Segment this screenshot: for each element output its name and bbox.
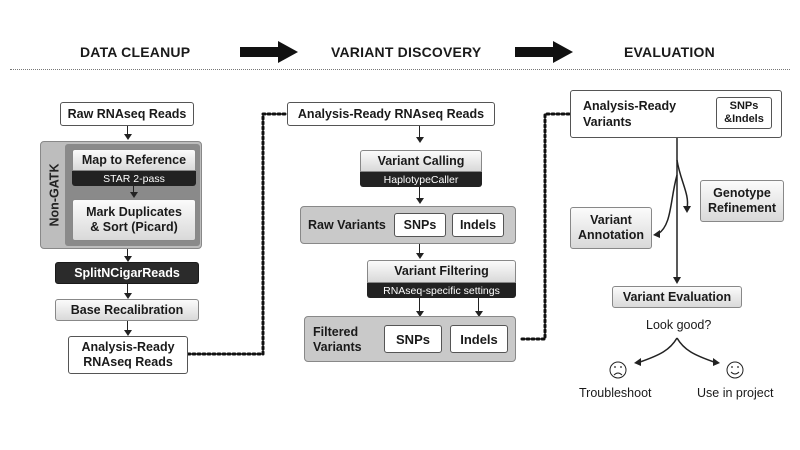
box-variant-annotation: Variant Annotation: [570, 207, 652, 249]
sad-face-icon: [609, 361, 627, 379]
box-genotype-refinement: Genotype Refinement: [700, 180, 784, 222]
raw-variants-label: Raw Variants: [308, 218, 386, 232]
box-raw-reads: Raw RNAseq Reads: [60, 102, 194, 126]
box-filtered-indels: Indels: [450, 325, 508, 353]
dotted-connector-1: [186, 112, 289, 356]
box-raw-snps: SNPs: [394, 213, 446, 237]
box-variant-evaluation: Variant Evaluation: [612, 286, 742, 308]
dotted-connector-2: [520, 112, 572, 341]
look-good-label: Look good?: [646, 318, 712, 332]
filtered-variants-label: Filtered Variants: [313, 325, 362, 354]
box-snps-indels: SNPs &Indels: [716, 97, 772, 129]
header-evaluation: EVALUATION: [624, 44, 715, 60]
fork-left: [639, 337, 678, 363]
troubleshoot-label: Troubleshoot: [579, 386, 652, 400]
curve-to-genotype: [676, 159, 689, 209]
header-arrow-2: [515, 41, 573, 63]
eval-main-arrowhead: [673, 277, 681, 284]
fork-right: [676, 337, 715, 363]
rnaseq-settings-label: RNAseq-specific settings: [367, 283, 516, 298]
box-splitncigar: SplitNCigarReads: [55, 262, 199, 284]
use-in-project-label: Use in project: [697, 386, 774, 400]
arrow-down: [124, 134, 132, 140]
header-arrow-1: [240, 41, 298, 63]
star-label: STAR 2-pass: [72, 171, 196, 186]
curve-to-annotation: [657, 174, 678, 235]
box-ready-rnaseq-reads: Analysis-Ready RNAseq Reads: [287, 102, 495, 126]
box-map-reference: Map to Reference: [72, 149, 196, 171]
box-variant-calling: Variant Calling: [360, 150, 482, 172]
happy-face-icon: [726, 361, 744, 379]
box-variant-filtering: Variant Filtering: [367, 260, 516, 283]
header-variant-discovery: VARIANT DISCOVERY: [331, 44, 482, 60]
header-divider: [10, 69, 790, 70]
box-analysis-ready-reads: Analysis-Ready RNAseq Reads: [68, 336, 188, 374]
header-data-cleanup: DATA CLEANUP: [80, 44, 191, 60]
box-mark-duplicates: Mark Duplicates & Sort (Picard): [72, 199, 196, 241]
haplotypecaller-label: HaplotypeCaller: [360, 172, 482, 187]
box-base-recalibration: Base Recalibration: [55, 299, 199, 321]
box-filtered-snps: SNPs: [384, 325, 442, 353]
non-gatk-label: Non-GATK: [47, 163, 62, 227]
box-raw-indels: Indels: [452, 213, 504, 237]
